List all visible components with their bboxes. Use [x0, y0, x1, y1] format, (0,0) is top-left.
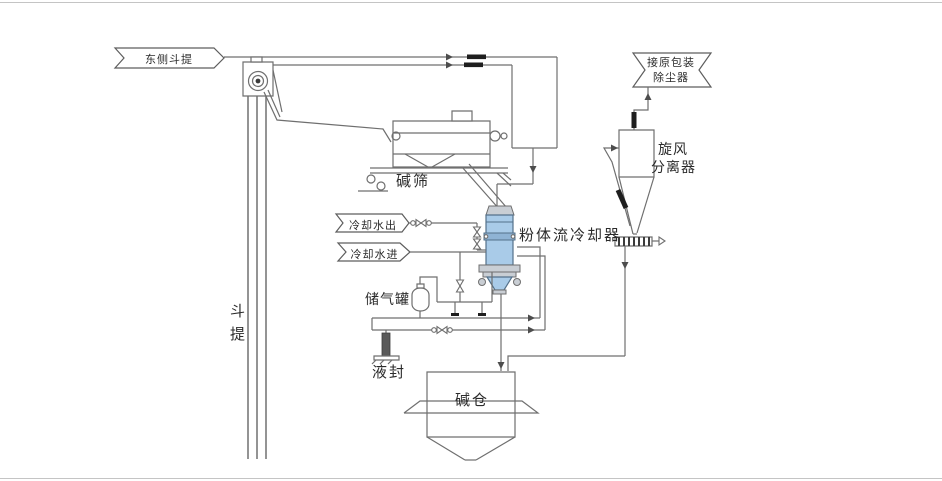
- liquid-seal-label: 液封: [372, 364, 407, 381]
- alkali-silo: [404, 372, 538, 460]
- sieve-label: 碱筛: [396, 173, 431, 190]
- elevator-banner-label: 东侧斗提: [145, 54, 193, 66]
- bucket-elevator-label: 斗提: [228, 303, 245, 349]
- dust-banner-line2: 除尘器: [653, 72, 689, 84]
- powder-cooler-label: 粉体流冷却器: [519, 227, 622, 244]
- rotary-valve: [508, 237, 665, 371]
- cooling-water-in-line: [338, 243, 486, 261]
- liquid-seal: [372, 330, 399, 364]
- cooling-water-out-label: 冷却水出: [349, 220, 397, 232]
- cyclone-label-line2: 分离器: [651, 159, 696, 175]
- powder-cooler: [479, 206, 521, 371]
- alkali-silo-label: 碱仓: [455, 392, 490, 409]
- alkali-sieve: [358, 111, 511, 191]
- air-tank-piping: [412, 252, 492, 318]
- feed-chute: [264, 90, 391, 142]
- dust-collector-banner-label: 接原包装 除尘器: [645, 56, 697, 86]
- dust-banner-line1: 接原包装: [647, 57, 695, 69]
- air-tank-label: 储气罐: [365, 291, 410, 307]
- sieve-discharge-chute: [462, 164, 507, 210]
- cooling-water-in-label: 冷却水进: [350, 249, 399, 261]
- cyclone-separator: [604, 130, 654, 234]
- cyclone-label-line1: 旋风: [658, 141, 688, 157]
- top-duct: [224, 53, 557, 211]
- elevator-banner-shape: [115, 48, 224, 68]
- dust-collector-banner-shape: [631, 53, 712, 130]
- page-border-lines: [0, 3, 942, 479]
- air-lines: [372, 247, 545, 334]
- cooling-water-out-line: [336, 214, 486, 250]
